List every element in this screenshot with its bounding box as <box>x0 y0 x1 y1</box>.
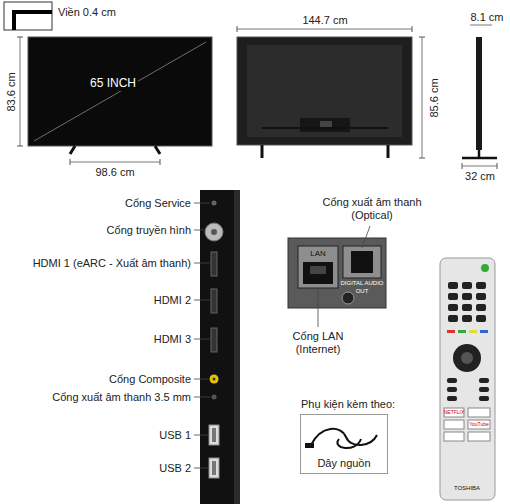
power-key <box>481 264 489 272</box>
box-text: Dây nguồn <box>317 457 370 470</box>
label: Cổng xuất âm thanh (Optical) <box>318 196 426 222</box>
label: 32 cm <box>465 170 495 183</box>
remote-key <box>448 293 458 300</box>
label: DIGITAL AUDIO OUT <box>340 279 384 295</box>
color-key <box>447 330 455 333</box>
remote-key <box>447 378 457 383</box>
remote-key <box>476 315 486 322</box>
color-key <box>469 330 477 333</box>
label: TOSHIBA <box>454 484 480 492</box>
box-heading: Phụ kiện kèm theo: <box>301 398 395 411</box>
label: Cổng Service <box>125 197 191 210</box>
label: HDMI 2 <box>154 294 191 307</box>
label: Cổng truyền hình <box>107 224 191 237</box>
remote-key <box>447 387 457 392</box>
remote-key <box>447 396 457 401</box>
label: USB 1 <box>159 429 191 442</box>
label: 65 INCH <box>90 76 136 90</box>
remote-key <box>448 282 458 289</box>
label: Cổng Composite <box>109 373 191 386</box>
remote-key <box>476 282 486 289</box>
remote-key <box>448 304 458 311</box>
label: LAN <box>310 249 326 259</box>
label: 83.6 cm <box>5 72 18 111</box>
remote-key <box>462 315 472 322</box>
label: YouTube <box>469 421 489 428</box>
remote-key <box>462 304 472 311</box>
color-key <box>480 330 488 333</box>
remote-key <box>448 315 458 322</box>
remote-key <box>479 396 489 401</box>
label: Cổng xuất âm thanh 3.5 mm <box>52 391 191 404</box>
label: 144.7 cm <box>302 14 347 27</box>
color-key <box>458 330 466 333</box>
label: HDMI 1 (eARC - Xuất âm thanh) <box>33 257 191 270</box>
label: HDMI 3 <box>154 333 191 346</box>
remote-key <box>462 293 472 300</box>
remote-key <box>479 387 489 392</box>
label: Cổng LAN (Internet) <box>281 330 355 356</box>
label: Viền 0.4 cm <box>58 6 116 19</box>
label: USB 2 <box>159 462 191 475</box>
label: 8.1 cm <box>470 11 503 24</box>
remote-key <box>476 304 486 311</box>
remote-key <box>476 293 486 300</box>
remote-key <box>462 282 472 289</box>
remote-key <box>479 378 489 383</box>
label: 98.6 cm <box>95 166 134 179</box>
label: NETFLIX <box>444 409 465 416</box>
accessory-box: Phụ kiện kèm theo:Dây nguồn <box>300 414 388 474</box>
label: 85.6 cm <box>428 78 441 117</box>
